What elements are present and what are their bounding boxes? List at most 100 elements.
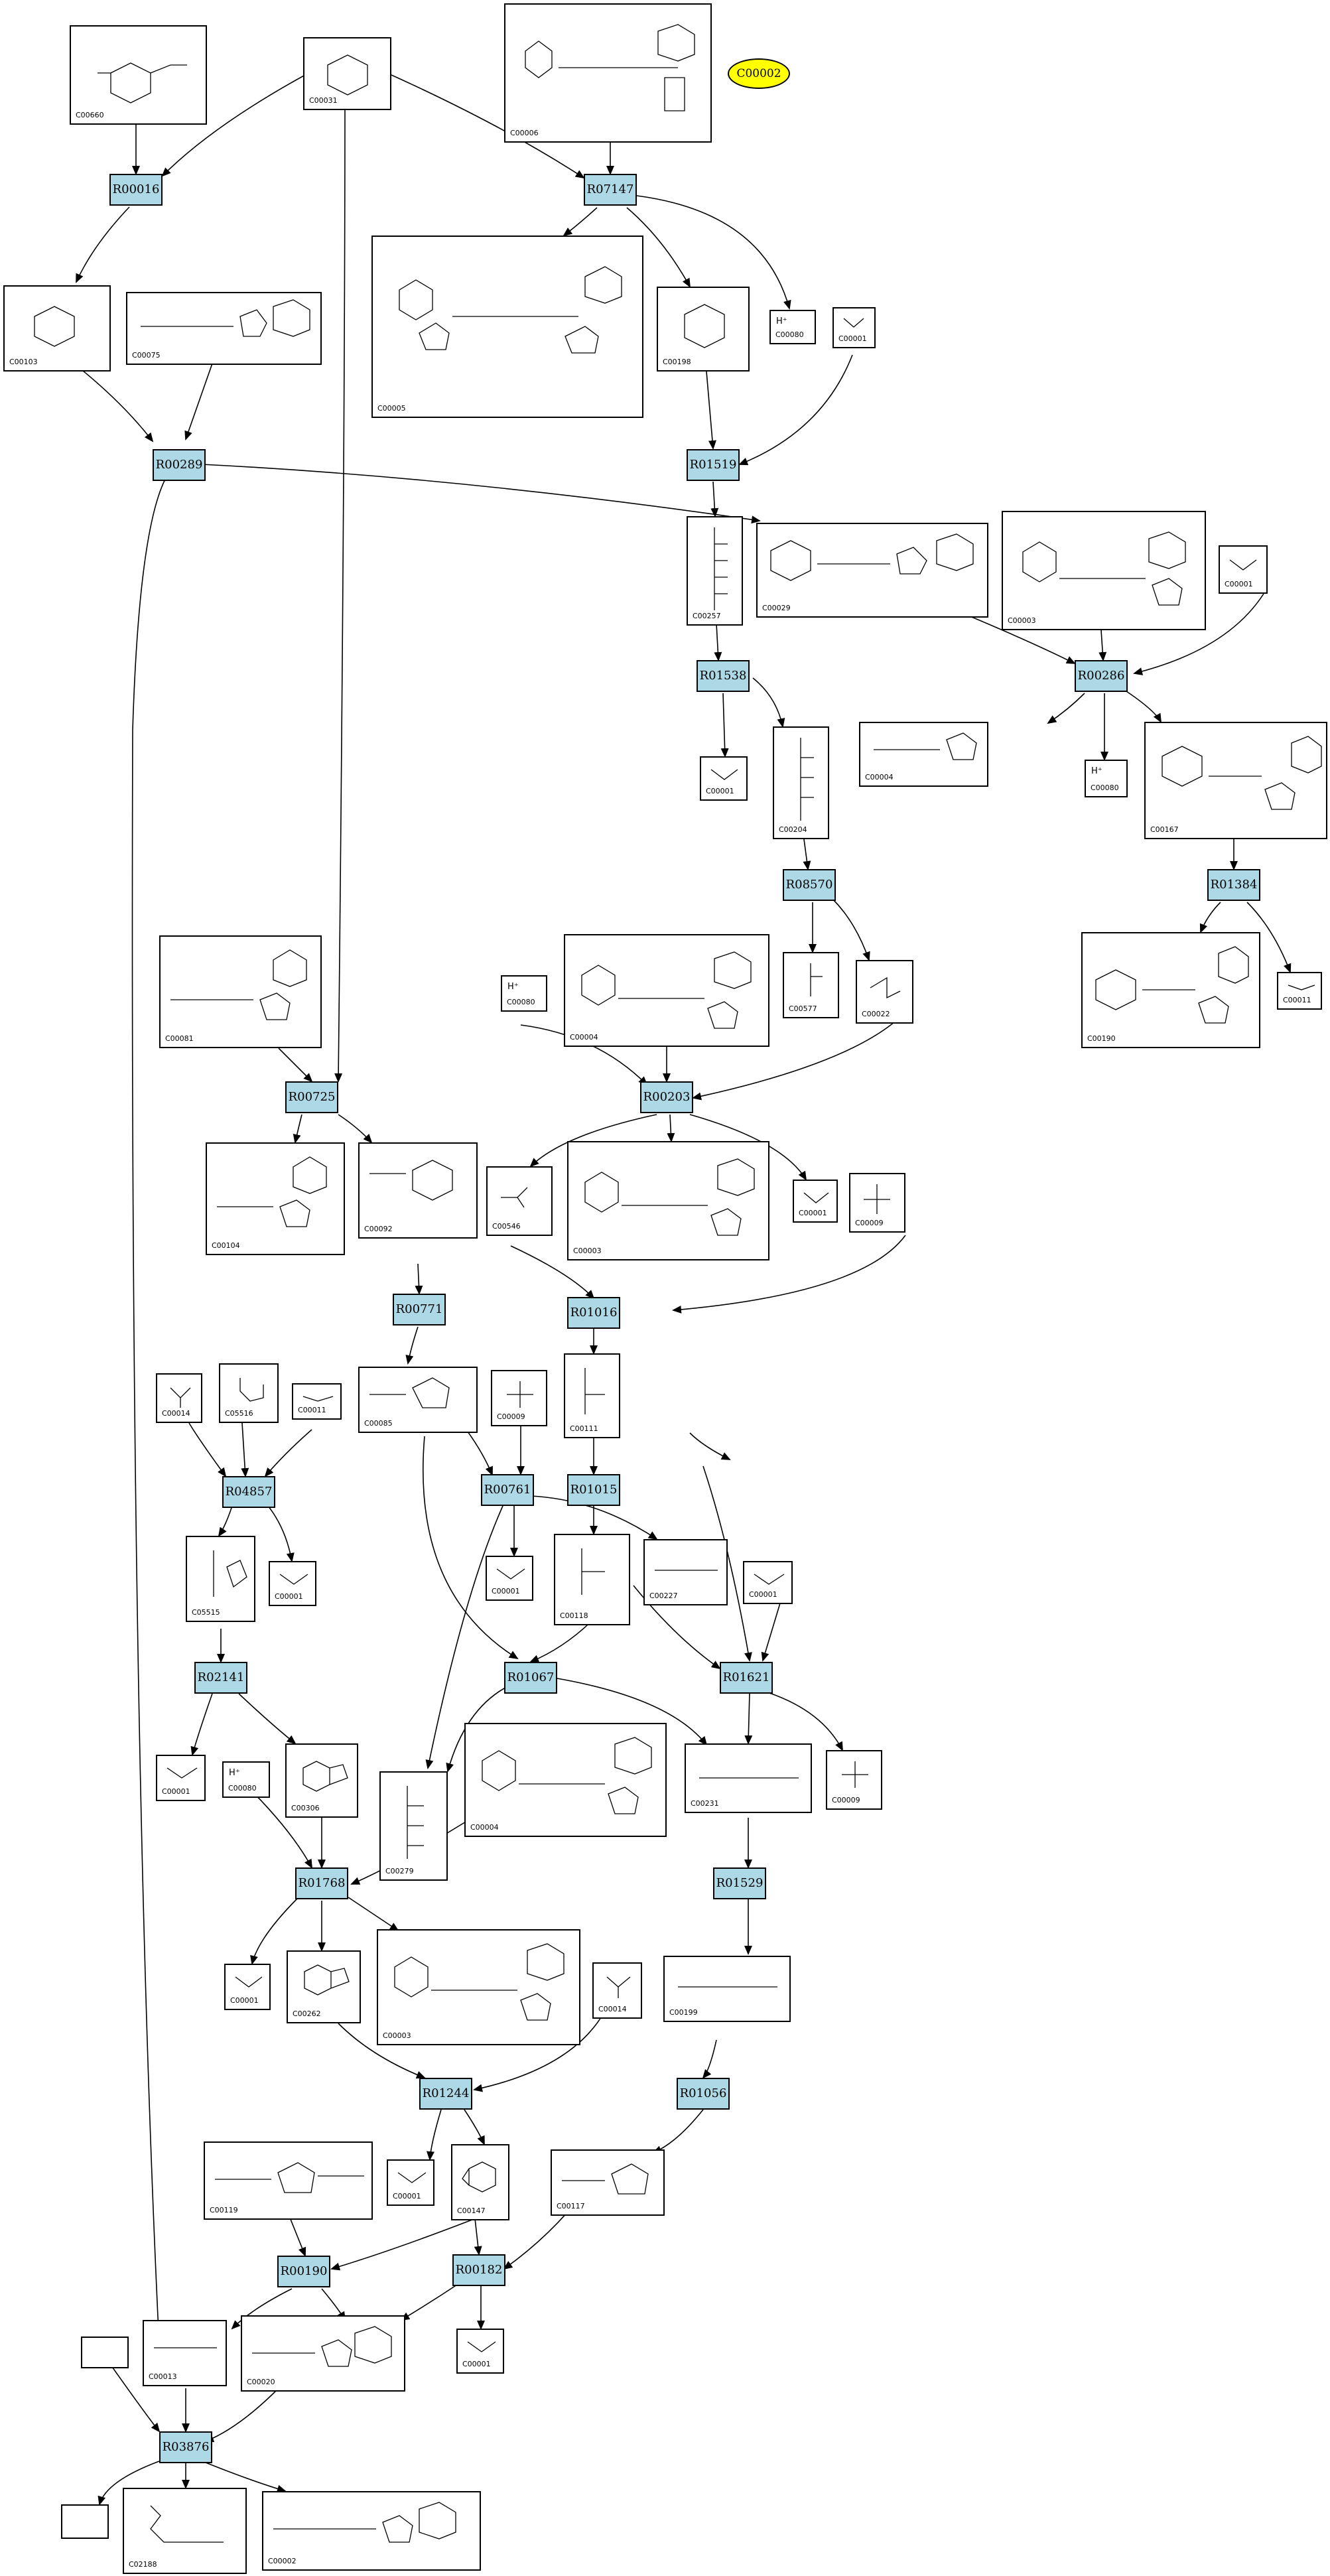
- reaction-box[interactable]: R07147: [584, 174, 637, 206]
- compound-box[interactable]: C00257: [687, 516, 743, 626]
- compound-box[interactable]: C00003: [1002, 511, 1206, 630]
- compound-box[interactable]: C00029: [756, 523, 988, 618]
- reaction-box[interactable]: R00761: [481, 1474, 534, 1506]
- compound-box[interactable]: C00001: [793, 1180, 838, 1223]
- compound-box[interactable]: C00660: [70, 25, 207, 125]
- compound-box[interactable]: C00577: [783, 952, 839, 1018]
- structure-drawing: [399, 266, 622, 354]
- reaction-box[interactable]: R00286: [1075, 660, 1128, 692]
- compound-box[interactable]: C00117: [551, 2149, 665, 2216]
- compound-box[interactable]: C00546: [486, 1166, 553, 1236]
- compound-box[interactable]: C00092: [358, 1142, 478, 1239]
- compound-box[interactable]: C00227: [643, 1539, 728, 1605]
- reaction-box[interactable]: R02141: [194, 1662, 247, 1694]
- compound-box[interactable]: C00004: [859, 722, 988, 787]
- compound-box[interactable]: C00001: [1219, 545, 1268, 594]
- compound-box[interactable]: C00005: [371, 236, 643, 418]
- compound-box[interactable]: C00014: [592, 1962, 642, 2019]
- reaction-box[interactable]: R01015: [567, 1474, 620, 1506]
- highlight-compound[interactable]: C00002: [728, 58, 790, 89]
- empty-node[interactable]: [81, 2337, 129, 2368]
- compound-box[interactable]: C00190: [1081, 932, 1260, 1048]
- compound-box[interactable]: C00001: [269, 1561, 316, 1606]
- reaction-box[interactable]: R01056: [677, 2078, 730, 2110]
- compound-box[interactable]: C00002: [262, 2491, 481, 2571]
- compound-box[interactable]: C00011: [1277, 972, 1322, 1010]
- reaction-box[interactable]: R00725: [285, 1081, 338, 1113]
- compound-box[interactable]: C00009: [491, 1370, 547, 1426]
- compound-box[interactable]: C00119: [204, 2141, 373, 2220]
- structure-drawing: [1022, 531, 1186, 606]
- compound-box[interactable]: C00085: [358, 1367, 478, 1433]
- compound-box[interactable]: C00031: [303, 37, 391, 110]
- compound-box[interactable]: C00103: [3, 285, 111, 372]
- reaction-box[interactable]: R00016: [109, 174, 163, 206]
- compound-box[interactable]: C00279: [379, 1771, 448, 1881]
- compound-box[interactable]: H⁺ C00080: [769, 310, 816, 344]
- reaction-box[interactable]: R01016: [567, 1297, 620, 1329]
- reaction-box[interactable]: R00771: [393, 1294, 446, 1325]
- structure-drawing: [279, 1574, 308, 1585]
- reaction-box[interactable]: R00182: [452, 2254, 505, 2286]
- compound-box[interactable]: C00001: [700, 756, 748, 801]
- reaction-box[interactable]: R01519: [687, 449, 740, 481]
- structure-drawing: [235, 1976, 263, 1988]
- compound-box[interactable]: C00198: [657, 287, 750, 372]
- compound-box[interactable]: C00003: [567, 1141, 769, 1260]
- reaction-box[interactable]: R00203: [640, 1081, 693, 1113]
- compound-box[interactable]: C00022: [856, 960, 913, 1024]
- compound-box[interactable]: C00199: [663, 1956, 791, 2022]
- compound-box[interactable]: C00003: [377, 1929, 580, 2045]
- compound-box[interactable]: C00001: [743, 1561, 793, 1604]
- reaction-box[interactable]: R01538: [697, 660, 750, 692]
- reaction-box[interactable]: R01244: [419, 2078, 472, 2110]
- compound-box[interactable]: C00001: [832, 307, 876, 348]
- compound-box[interactable]: C00204: [773, 726, 829, 839]
- compound-box[interactable]: H⁺ C00080: [501, 975, 547, 1012]
- compound-box[interactable]: C00001: [387, 2159, 434, 2206]
- reaction-box[interactable]: R03876: [159, 2431, 212, 2463]
- compound-box[interactable]: C00118: [554, 1534, 630, 1625]
- compound-box[interactable]: C00020: [241, 2315, 405, 2392]
- reaction-box[interactable]: R01067: [504, 1662, 557, 1694]
- reaction-box[interactable]: R01621: [720, 1662, 773, 1694]
- compound-box[interactable]: C00231: [685, 1743, 812, 1813]
- compound-box[interactable]: C00306: [285, 1743, 358, 1818]
- compound-box[interactable]: C00262: [287, 1950, 361, 2023]
- compound-box[interactable]: C00111: [564, 1353, 620, 1438]
- structure-drawing: [170, 1387, 191, 1408]
- compound-box[interactable]: C00013: [143, 2320, 227, 2386]
- compound-box[interactable]: C00147: [451, 2144, 509, 2220]
- compound-box[interactable]: C00075: [126, 292, 322, 365]
- compound-box[interactable]: C00014: [156, 1373, 202, 1423]
- compound-box[interactable]: C02188: [123, 2488, 247, 2574]
- compound-box[interactable]: C00004: [464, 1723, 667, 1837]
- reaction-box[interactable]: R04857: [222, 1476, 275, 1508]
- compound-box[interactable]: C05515: [186, 1536, 255, 1622]
- compound-box[interactable]: C00081: [159, 935, 322, 1048]
- compound-box[interactable]: C00001: [224, 1964, 271, 2010]
- compound-box[interactable]: C00011: [292, 1383, 342, 1420]
- compound-box[interactable]: C00009: [826, 1750, 882, 1810]
- compound-box[interactable]: H⁺ C00080: [222, 1761, 270, 1798]
- compound-box[interactable]: C00001: [156, 1755, 206, 1801]
- compound-box[interactable]: C00004: [564, 934, 769, 1047]
- reaction-box[interactable]: R01384: [1207, 869, 1260, 901]
- reaction-box[interactable]: R01529: [713, 1867, 766, 1899]
- empty-node[interactable]: [61, 2504, 109, 2539]
- reaction-box[interactable]: R01768: [295, 1867, 348, 1899]
- compound-box[interactable]: H⁺ C00080: [1085, 760, 1128, 797]
- compound-box[interactable]: C00001: [456, 2329, 504, 2374]
- compound-box[interactable]: C05516: [219, 1363, 279, 1423]
- reaction-box[interactable]: R00190: [277, 2256, 330, 2287]
- compound-box[interactable]: C00001: [486, 1556, 533, 1601]
- compound-box[interactable]: C00006: [504, 3, 712, 143]
- reaction-box[interactable]: R00289: [153, 449, 206, 481]
- reaction-box[interactable]: R08570: [783, 869, 836, 901]
- compound-box[interactable]: C00167: [1144, 722, 1327, 839]
- structure-drawing: [581, 951, 752, 1029]
- structure-drawing: [213, 1550, 247, 1597]
- compound-box[interactable]: C00009: [849, 1173, 905, 1233]
- compound-box[interactable]: C00104: [206, 1142, 345, 1255]
